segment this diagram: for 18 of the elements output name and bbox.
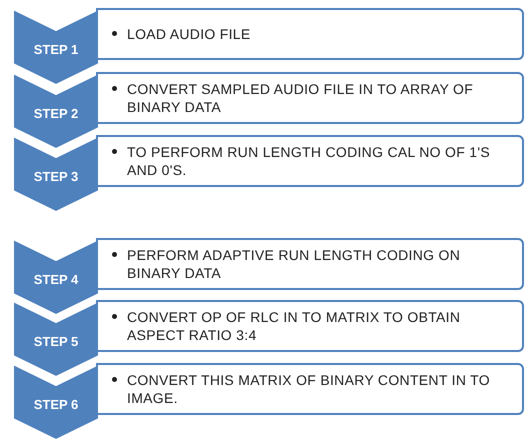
step-label: STEP 3 bbox=[34, 168, 78, 186]
step-box bbox=[96, 8, 524, 60]
step-label: STEP 1 bbox=[34, 41, 78, 59]
step-text: TO PERFORM RUN LENGTH CODING CAL NO OF 1'S AND 0'S. bbox=[127, 143, 491, 179]
step-text: LOAD AUDIO FILE bbox=[127, 25, 251, 43]
step-label: STEP 2 bbox=[34, 105, 78, 123]
step-box bbox=[96, 363, 524, 415]
step-label: STEP 6 bbox=[34, 396, 78, 414]
step-text: CONVERT SAMPLED AUDIO FILE IN TO ARRAY OF BINARY DATA bbox=[127, 80, 474, 116]
step-label: STEP 4 bbox=[34, 271, 78, 289]
step-box bbox=[96, 135, 524, 187]
step-box bbox=[96, 300, 524, 352]
step-label: STEP 5 bbox=[34, 333, 78, 351]
step-text: PERFORM ADAPTIVE RUN LENGTH CODING ON BINARY DATA bbox=[127, 246, 462, 282]
step-text: CONVERT OP OF RLC IN TO MATRIX TO OBTAIN ASPECT RATIO 3:4 bbox=[127, 308, 462, 344]
step-box bbox=[96, 72, 524, 124]
step-text: CONVERT THIS MATRIX OF BINARY CONTENT IN TO IMAGE. bbox=[127, 371, 491, 407]
step-box bbox=[96, 238, 524, 290]
